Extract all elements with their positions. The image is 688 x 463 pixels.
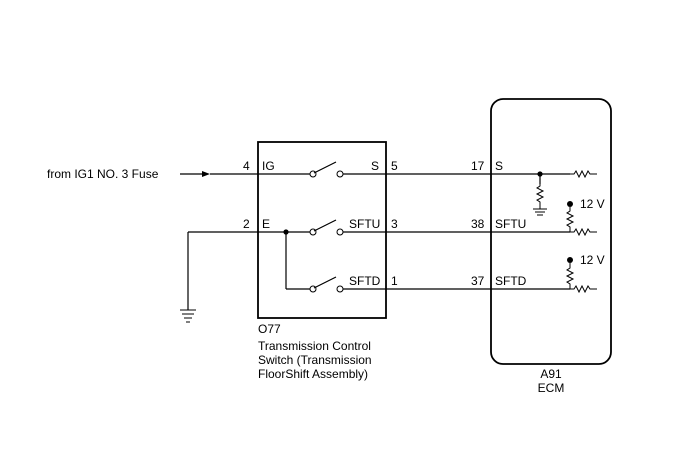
switch-pin-3-name: SFTU [349,217,380,231]
switch-pin-5-name: S [371,159,379,173]
switch-code-label: O77 [258,322,281,336]
ecm-pin-38-name: SFTU [495,217,526,231]
switch-pin-4-name: IG [262,159,275,173]
switch-pin-1-name: SFTD [349,274,381,288]
ecm-box [490,98,612,365]
ecm-name-label: ECM [538,381,565,395]
switch-box [257,141,387,319]
switch-pin-1-number: 1 [391,274,398,288]
sftd-supply-label: 12 V [580,253,605,267]
sftd-pullup-resistor-icon [565,263,575,289]
s-pulldown-resistor-icon [535,184,545,205]
sftd-input-resistor-icon [570,284,597,294]
sftu-switch-contact-2 [336,228,344,236]
ground-icon [180,309,196,323]
source-label: from IG1 NO. 3 Fuse [47,167,159,181]
sftu-supply-dot [567,201,573,207]
ecm-code-label: A91 [540,367,562,381]
sftu-supply-label: 12 V [580,197,605,211]
switch-name-line-1: Transmission Control [258,339,371,353]
sftu-pullup-resistor-icon [565,207,575,232]
switch-pin-4-number: 4 [243,159,250,173]
sftd-switch-contact-2 [336,285,344,293]
switch-pin-2-number: 2 [243,217,250,231]
ig-switch-contact-2 [336,170,344,178]
switch-pin-5-number: 5 [391,159,398,173]
switch-pin-3-number: 3 [391,217,398,231]
ecm-pin-37-number: 37 [471,274,485,288]
ecm-pin-17-name: S [495,159,503,173]
ecm-pin-37-name: SFTD [495,274,527,288]
switch-pin-2-name: E [262,217,270,231]
sftu-input-resistor-icon [570,227,597,237]
switch-name-line-3: FloorShift Assembly) [258,367,368,381]
sftu-switch-blade [313,219,337,232]
ecm-pin-17-number: 17 [471,159,485,173]
source-arrow [202,171,210,177]
switch-name-line-2: Switch (Transmission [258,353,372,367]
ecm-pin-38-number: 38 [471,217,485,231]
ecm-ground-icon [533,205,547,216]
ig-switch-blade [313,161,337,174]
s-input-resistor-icon [570,169,597,179]
sftd-switch-blade [313,276,337,289]
sftd-supply-dot [567,257,573,263]
